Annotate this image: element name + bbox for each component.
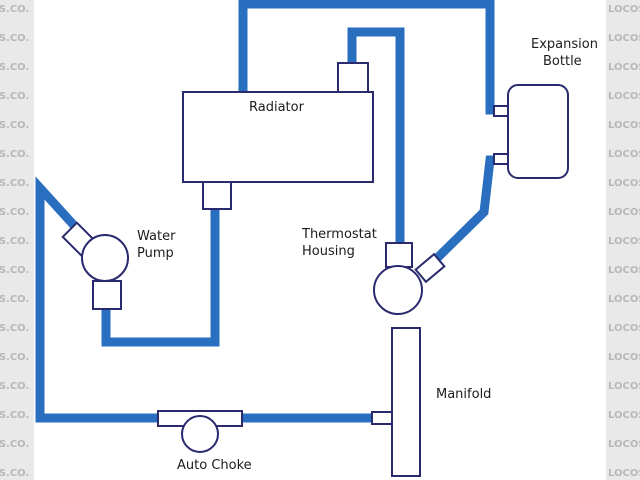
watermark-text: DERS.CO.: [0, 381, 29, 392]
expansion-bottle-label-line2: Bottle: [543, 54, 582, 69]
thermostat-label-line2: Housing: [302, 244, 355, 259]
expansion-bottle-body: [507, 84, 569, 179]
watermark-text: LOCOST: [608, 149, 640, 160]
watermark-text: LOCOST: [608, 236, 640, 247]
watermark-text: LOCOST: [608, 410, 640, 421]
watermark-text: LOCOST: [608, 62, 640, 73]
watermark-text: LOCOST: [608, 207, 640, 218]
manifold-body: [391, 327, 421, 477]
expansion-bottle-label: Expansion Bottle: [531, 36, 598, 70]
expansion-bottle-bottom-port: [493, 153, 509, 165]
left-watermark: DERS.CO. DERS.CO. DERS.CO. DERS.CO. DERS.CO.…: [0, 4, 29, 479]
watermark-text: DERS.CO.: [0, 120, 29, 131]
water-pump-label-line1: Water: [137, 229, 176, 244]
pipe-pump-left-loop: [35, 176, 175, 423]
watermark-text: LOCOST: [608, 468, 640, 479]
water-pump-outlet: [92, 280, 122, 310]
manifold-inlet: [371, 411, 393, 425]
watermark-text: DERS.CO.: [0, 149, 29, 160]
watermark-text: LOCOST: [608, 33, 640, 44]
thermostat-label-line1: Thermostat: [302, 227, 377, 242]
thermostat-housing-label: Thermostat Housing: [302, 226, 377, 260]
watermark-text: DERS.CO.: [0, 33, 29, 44]
auto-choke-label: Auto Choke: [177, 458, 252, 473]
expansion-bottle-label-line1: Expansion: [531, 37, 598, 52]
watermark-text: DERS.CO.: [0, 207, 29, 218]
water-pump-label-line2: Pump: [137, 246, 174, 261]
watermark-text: DERS.CO.: [0, 352, 29, 363]
water-pump-label: Water Pump: [137, 228, 175, 262]
radiator-bottom-outlet: [202, 181, 232, 210]
watermark-text: LOCOST: [608, 91, 640, 102]
watermark-text: DERS.CO.: [0, 236, 29, 247]
radiator-top-inlet: [337, 62, 369, 93]
watermark-text: LOCOST: [608, 294, 640, 305]
pipe-radiator-to-thermostat: [347, 27, 405, 245]
watermark-text: DERS.CO.: [0, 178, 29, 189]
pipe-expansion-to-thermostat: [421, 155, 500, 274]
watermark-text: DERS.CO.: [0, 323, 29, 334]
expansion-bottle-top-port: [493, 105, 509, 117]
watermark-text: DERS.CO.: [0, 265, 29, 276]
watermark-text: DERS.CO.: [0, 91, 29, 102]
watermark-text: DERS.CO.: [0, 468, 29, 479]
watermark-text: LOCOST: [608, 120, 640, 131]
watermark-text: DERS.CO.: [0, 439, 29, 450]
watermark-text: LOCOST: [608, 439, 640, 450]
watermark-text: DERS.CO.: [0, 294, 29, 305]
watermark-text: LOCOST: [608, 178, 640, 189]
thermostat-side-port: [414, 252, 446, 284]
watermark-text: LOCOST: [608, 4, 640, 15]
auto-choke-body: [181, 415, 219, 453]
watermark-text: LOCOST: [608, 323, 640, 334]
thermostat-top-port: [385, 242, 413, 268]
right-watermark: LOCOST LOCOST LOCOST LOCOST LOCOST LOCOST LOCO…: [608, 4, 640, 479]
radiator-body: [182, 91, 374, 183]
watermark-text: LOCOST: [608, 381, 640, 392]
manifold-label: Manifold: [436, 387, 492, 402]
right-watermark-strip: [606, 0, 640, 480]
left-watermark-strip: [0, 0, 34, 480]
water-pump-housing: [81, 234, 129, 282]
watermark-text: DERS.CO.: [0, 4, 29, 15]
watermark-text: LOCOST: [608, 265, 640, 276]
pipe-radiator-to-pump: [101, 208, 220, 347]
watermark-text: LOCOST: [608, 352, 640, 363]
watermark-text: DERS.CO.: [0, 62, 29, 73]
thermostat-housing-body: [373, 265, 423, 315]
radiator-label: Radiator: [249, 100, 304, 115]
watermark-text: DERS.CO.: [0, 410, 29, 421]
